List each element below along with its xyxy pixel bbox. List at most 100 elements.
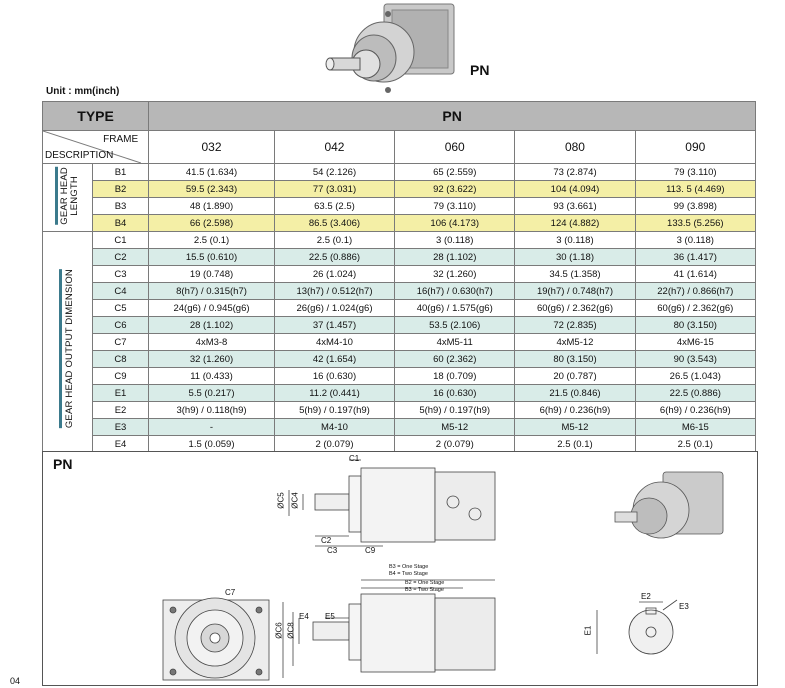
value-cell: 59.5 (2.343) xyxy=(148,180,275,198)
value-cell: 86.5 (3.406) xyxy=(273,214,396,232)
value-cell: 53.5 (2.106) xyxy=(394,316,516,334)
drawing-svg xyxy=(162,459,724,681)
note-b2-one-stage: B2 = One Stage xyxy=(405,580,445,586)
value-cell: 77 (3.031) xyxy=(273,180,396,198)
type-header: TYPE xyxy=(41,101,150,131)
value-cell: 60(g6) / 2.362(g6) xyxy=(634,299,757,317)
row-code: B1 xyxy=(91,163,150,181)
value-cell: 60(g6) / 2.362(g6) xyxy=(514,299,636,317)
row-code: E2 xyxy=(91,401,150,419)
value-cell: M5-12 xyxy=(394,418,516,436)
value-cell: 2.5 (0.1) xyxy=(634,435,757,453)
value-cell: 5(h9) / 0.197(h9) xyxy=(394,401,516,419)
value-cell: 4xM4-10 xyxy=(273,333,396,351)
row-code: C5 xyxy=(91,299,150,317)
value-cell: 92 (3.622) xyxy=(394,180,516,198)
unit-label: Unit : mm(inch) xyxy=(46,86,120,97)
hero-model-label: PN xyxy=(470,62,490,78)
value-cell: M5-12 xyxy=(514,418,636,436)
dim-c5: ØC5 xyxy=(276,492,286,509)
value-cell: 16 (0.630) xyxy=(273,367,396,385)
value-cell: 73 (2.874) xyxy=(514,163,636,181)
dim-c3: C3 xyxy=(327,546,338,555)
value-cell: 22.5 (0.886) xyxy=(273,248,396,266)
value-cell: 11.2 (0.441) xyxy=(273,384,396,402)
value-cell: 37 (1.457) xyxy=(273,316,396,334)
value-cell: 18 (0.709) xyxy=(394,367,516,385)
value-cell: 79 (3.110) xyxy=(634,163,757,181)
value-cell: 93 (3.661) xyxy=(514,197,636,215)
value-cell: 16(h7) / 0.630(h7) xyxy=(394,282,516,300)
front-view xyxy=(162,597,294,681)
side-view-bottom xyxy=(298,579,496,673)
note-b3-one-stage: B3 = One Stage xyxy=(389,564,429,570)
group-label-line2: LENGTH xyxy=(68,176,80,216)
dim-c7: C7 xyxy=(225,588,236,597)
frame-size-080: 080 xyxy=(514,130,636,164)
value-cell: 124 (4.882) xyxy=(514,214,636,232)
description-label: DESCRIPTION xyxy=(45,150,114,161)
row-code: C3 xyxy=(91,265,150,283)
value-cell: 72 (2.835) xyxy=(514,316,636,334)
value-cell: 106 (4.173) xyxy=(394,214,516,232)
value-cell: 41 (1.614) xyxy=(634,265,757,283)
dim-e2: E2 xyxy=(641,592,651,601)
frame-description-cell: FRAME DESCRIPTION xyxy=(41,130,150,164)
value-cell: 104 (4.094) xyxy=(514,180,636,198)
value-cell: 1.5 (0.059) xyxy=(148,435,275,453)
value-cell: 2 (0.079) xyxy=(394,435,516,453)
row-code: E3 xyxy=(91,418,150,436)
frame-label: FRAME xyxy=(103,134,139,145)
value-cell: 6(h9) / 0.236(h9) xyxy=(634,401,757,419)
dim-c6: ØC6 xyxy=(274,622,284,639)
value-cell: 16 (0.630) xyxy=(394,384,516,402)
value-cell: 3 (0.118) xyxy=(514,231,636,249)
value-cell: 8(h7) / 0.315(h7) xyxy=(148,282,275,300)
value-cell: 26(g6) / 1.024(g6) xyxy=(273,299,396,317)
value-cell: 66 (2.598) xyxy=(148,214,275,232)
technical-drawing-panel: PN xyxy=(42,451,758,686)
model-header: PN xyxy=(148,101,756,131)
value-cell: 65 (2.559) xyxy=(394,163,516,181)
value-cell: 30 (1.18) xyxy=(514,248,636,266)
dim-e3: E3 xyxy=(679,602,689,611)
row-code: C7 xyxy=(91,333,150,351)
group-gear-head-output-dimension: GEAR HEAD OUTPUT DIMENSION xyxy=(42,231,93,470)
value-cell: 28 (1.102) xyxy=(148,316,275,334)
value-cell: 54 (2.126) xyxy=(273,163,396,181)
value-cell: 79 (3.110) xyxy=(394,197,516,215)
value-cell: 90 (3.543) xyxy=(634,350,757,368)
dim-c9: C9 xyxy=(365,546,376,555)
frame-size-042: 042 xyxy=(273,130,396,164)
row-code: C6 xyxy=(91,316,150,334)
row-code: B3 xyxy=(91,197,150,215)
side-view-top xyxy=(288,459,496,547)
isometric-view xyxy=(614,471,724,539)
value-cell: 3(h9) / 0.118(h9) xyxy=(148,401,275,419)
value-cell: 3 (0.118) xyxy=(394,231,516,249)
dim-e5: E5 xyxy=(325,612,335,621)
value-cell: 4xM5-12 xyxy=(514,333,636,351)
value-cell: 2.5 (0.1) xyxy=(273,231,396,249)
page-number: 04 xyxy=(10,676,21,686)
value-cell: 113. 5 (4.469) xyxy=(634,180,757,198)
value-cell: 32 (1.260) xyxy=(394,265,516,283)
drawing-title: PN xyxy=(53,456,73,472)
spec-table: TYPE PN FRAME DESCRIPTION 032 042 060 08… xyxy=(41,101,757,470)
dim-c2: C2 xyxy=(321,536,332,545)
row-code: B4 xyxy=(91,214,150,232)
frame-size-090: 090 xyxy=(634,130,757,164)
value-cell: 80 (3.150) xyxy=(634,316,757,334)
row-code: C1 xyxy=(91,231,150,249)
